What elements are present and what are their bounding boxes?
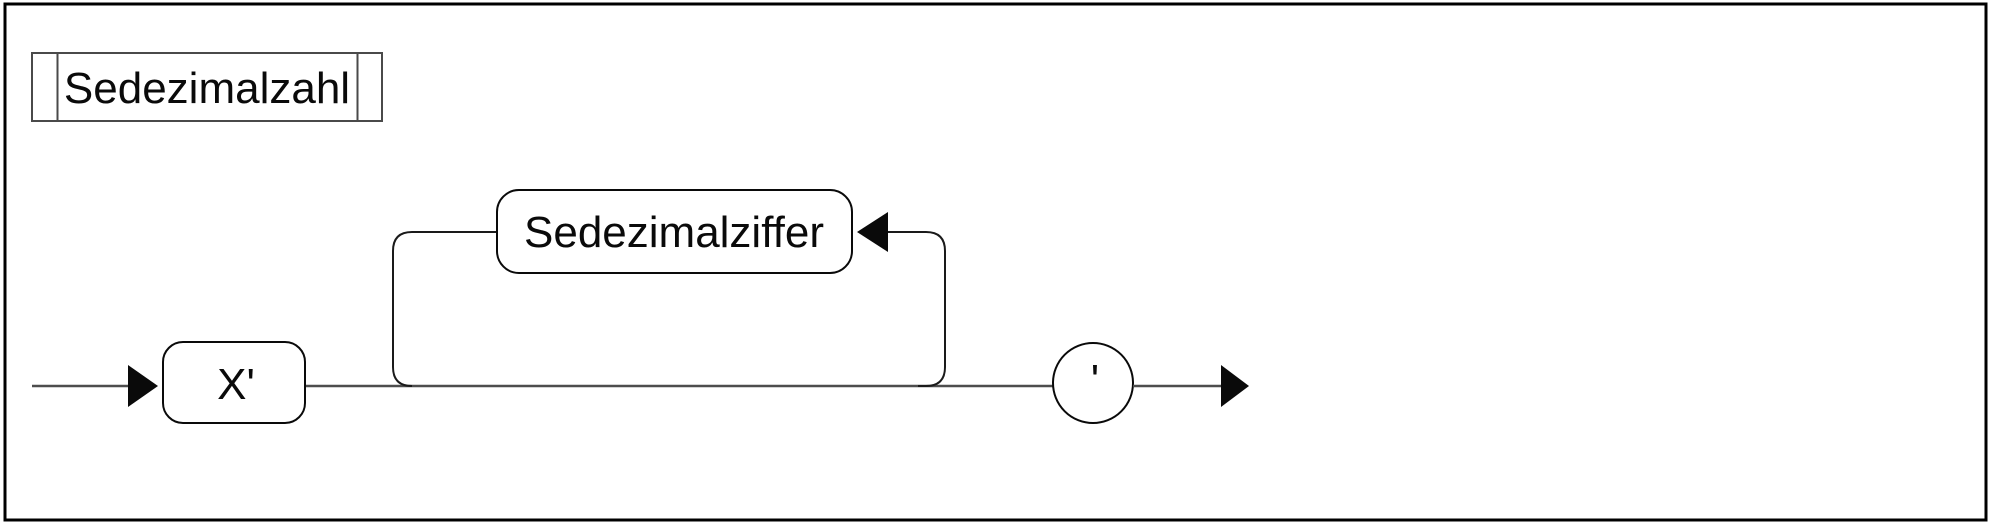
terminal-quote-node: ' xyxy=(1052,342,1134,424)
rule-title-box: Sedezimalzahl xyxy=(31,52,383,122)
loop-left-connector xyxy=(392,231,497,387)
rule-title-label: Sedezimalzahl xyxy=(64,64,350,113)
rule-title-frame xyxy=(31,52,383,122)
terminal-x-node: X' xyxy=(162,341,306,424)
terminal-x-box xyxy=(162,341,306,424)
start-arrow-icon xyxy=(128,365,158,407)
nonterminal-sedezimalziffer-label: Sedezimalziffer xyxy=(524,208,824,257)
nonterminal-sedezimalziffer-box xyxy=(496,189,853,274)
page-border xyxy=(3,2,1988,522)
terminal-quote-circle xyxy=(1052,342,1134,424)
terminal-x-label: X' xyxy=(217,360,255,409)
nonterminal-sedezimalziffer-node: Sedezimalziffer xyxy=(496,189,853,274)
end-arrow-icon xyxy=(1221,365,1249,407)
terminal-quote-label: ' xyxy=(1091,356,1099,405)
loop-back-arrow-icon xyxy=(857,212,888,252)
loop-right-connector xyxy=(888,231,946,387)
